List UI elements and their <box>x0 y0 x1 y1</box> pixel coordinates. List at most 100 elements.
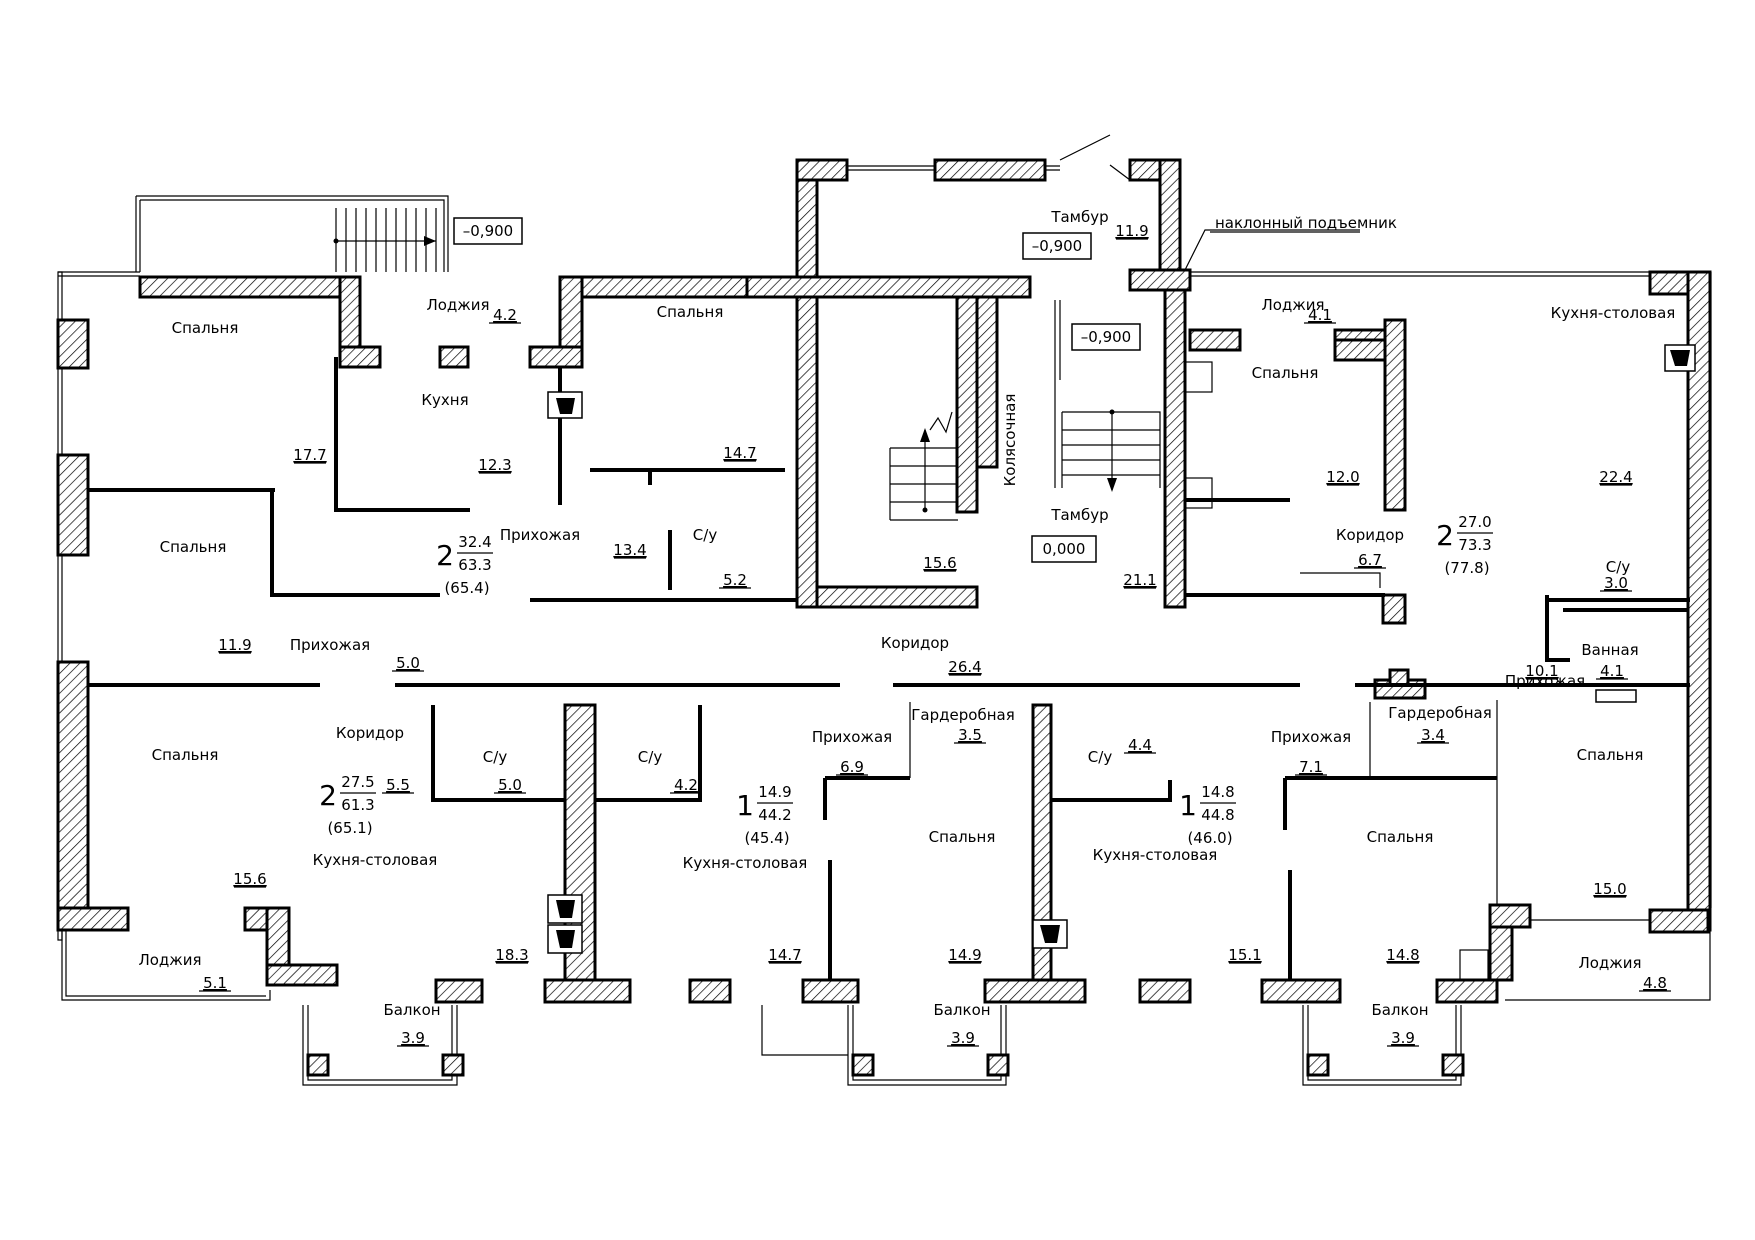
room-area: 3.9 <box>951 1029 975 1047</box>
room-label: Лоджия <box>426 296 489 314</box>
room-label: Спальня <box>152 746 219 764</box>
room-label: Кухня <box>421 391 468 409</box>
elevation-stair: –0,900 <box>463 222 513 240</box>
room-label: Кухня-столовая <box>1551 304 1676 322</box>
room-area: 4.1 <box>1600 662 1624 680</box>
room-label: Спальня <box>929 828 996 846</box>
room-area: 12.3 <box>478 456 511 474</box>
room-label: Прихожая <box>812 728 892 746</box>
room-label: Тамбур <box>1050 208 1108 226</box>
room-label: Прихожая <box>1505 672 1585 690</box>
apartment-living: 32.4 <box>458 533 491 551</box>
room-area: 6.7 <box>1358 551 1382 569</box>
room-area: 22.4 <box>1599 468 1632 486</box>
apartment-total: 44.8 <box>1201 806 1234 824</box>
apartment-total: 73.3 <box>1458 536 1491 554</box>
room-area: 3.9 <box>1391 1029 1415 1047</box>
room-label: Лоджия <box>1261 296 1324 314</box>
apartment-living: 27.5 <box>341 773 374 791</box>
apartment-total: 61.3 <box>341 796 374 814</box>
room-area: 4.1 <box>1308 306 1332 324</box>
apartment-total-balcony: (77.8) <box>1444 559 1489 577</box>
room-label: Лоджия <box>1578 954 1641 972</box>
room-label: Прихожая <box>1271 728 1351 746</box>
room-area: 21.1 <box>1123 571 1156 589</box>
room-area: 14.7 <box>768 946 801 964</box>
room-area: 14.8 <box>1386 946 1419 964</box>
room-label: Спальня <box>1577 746 1644 764</box>
room-label: Спальня <box>160 538 227 556</box>
partitions <box>88 357 1690 980</box>
room-area: 13.4 <box>613 541 646 559</box>
apartment-rooms: 1 <box>1179 789 1197 822</box>
room-area: 5.2 <box>723 571 747 589</box>
room-area: 5.5 <box>386 776 410 794</box>
room-label: Прихожая <box>500 526 580 544</box>
room-area: 11.9 <box>218 636 251 654</box>
room-area: 15.6 <box>233 870 266 888</box>
apartment-living: 14.8 <box>1201 783 1234 801</box>
room-label: Балкон <box>383 1001 440 1019</box>
room-area: 3.4 <box>1421 726 1445 744</box>
room-area: 12.0 <box>1326 468 1359 486</box>
room-area: 3.5 <box>958 726 982 744</box>
room-area: 4.2 <box>493 306 517 324</box>
room-area: 4.2 <box>674 776 698 794</box>
room-area: 6.9 <box>840 758 864 776</box>
room-label: Спальня <box>657 303 724 321</box>
room-area: 4.8 <box>1643 974 1667 992</box>
apartment-total-balcony: (65.1) <box>327 819 372 837</box>
apartment-total: 63.3 <box>458 556 491 574</box>
apartment-total-balcony: (45.4) <box>744 829 789 847</box>
lift-annotation: наклонный подъемник <box>1215 214 1397 232</box>
room-area: 5.0 <box>498 776 522 794</box>
room-area: 7.1 <box>1299 758 1323 776</box>
elevation-marks: –0,900 –0,900 –0,900 0,000 наклонный под… <box>453 214 1397 563</box>
room-area: 15.1 <box>1228 946 1261 964</box>
room-area: 5.1 <box>203 974 227 992</box>
apartment-rooms: 2 <box>319 779 337 812</box>
room-label: С/у <box>483 748 508 766</box>
room-labels: Спальня17.7Лоджия4.2Кухня12.3Спальня14.7… <box>138 208 1675 1047</box>
room-label: Гардеробная <box>911 706 1014 724</box>
room-label: Кухня-столовая <box>313 851 438 869</box>
room-label: Спальня <box>1252 364 1319 382</box>
room-label: Колясочная <box>1001 394 1019 487</box>
apartment-living: 14.9 <box>758 783 791 801</box>
room-area: 14.9 <box>948 946 981 964</box>
apartment-total-balcony: (65.4) <box>444 579 489 597</box>
apartment-living: 27.0 <box>1458 513 1491 531</box>
room-area: 18.3 <box>495 946 528 964</box>
room-area: 3.0 <box>1604 574 1628 592</box>
room-label: С/у <box>1606 558 1631 576</box>
room-label: Спальня <box>1367 828 1434 846</box>
plumbing-icons <box>547 344 1696 954</box>
walls <box>56 158 1712 1077</box>
room-label: Балкон <box>1371 1001 1428 1019</box>
room-label: Коридор <box>881 634 949 652</box>
room-area: 11.9 <box>1115 222 1148 240</box>
room-label: С/у <box>1088 748 1113 766</box>
room-area: 15.0 <box>1593 880 1626 898</box>
room-label: Гардеробная <box>1388 704 1491 722</box>
elevation-landing: –0,900 <box>1081 328 1131 346</box>
room-area: 15.6 <box>923 554 956 572</box>
room-area: 26.4 <box>948 658 981 676</box>
elevation-vestibule: –0,900 <box>1032 237 1082 255</box>
room-area: 17.7 <box>293 446 326 464</box>
room-label: Прихожая <box>290 636 370 654</box>
apartment-rooms: 2 <box>1436 519 1454 552</box>
apartment-rooms: 2 <box>436 539 454 572</box>
apartment-total-balcony: (46.0) <box>1187 829 1232 847</box>
room-area: 4.4 <box>1128 736 1152 754</box>
room-label: Кухня-столовая <box>1093 846 1218 864</box>
room-area: 14.7 <box>723 444 756 462</box>
room-label: Кухня-столовая <box>683 854 808 872</box>
